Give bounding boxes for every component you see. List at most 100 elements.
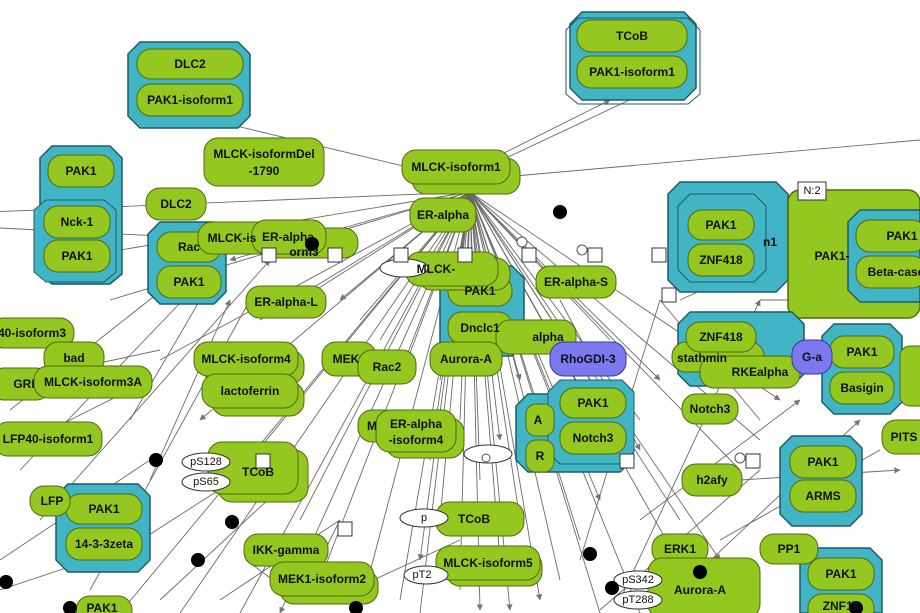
interaction-edge bbox=[129, 299, 201, 421]
label-dlc2-top: DLC2 bbox=[174, 57, 206, 71]
node-mlck3a[interactable] bbox=[33, 365, 153, 399]
label-mlck-is: MLCK-is bbox=[208, 231, 257, 245]
node-pp1[interactable] bbox=[759, 533, 819, 565]
label-dnclc1: Dnclc1 bbox=[460, 321, 500, 335]
complex-znf418-stathmin[interactable] bbox=[671, 311, 805, 389]
label-znf418-a: ZNF418 bbox=[699, 253, 743, 267]
node-rac2[interactable] bbox=[357, 349, 417, 385]
binding-dots bbox=[0, 205, 863, 613]
label-arms: ARMS bbox=[805, 489, 840, 503]
complex-tcob-pak1-top[interactable] bbox=[565, 11, 701, 105]
label-mlck4: MLCK-isoform4 bbox=[201, 352, 291, 366]
node-er-iso4[interactable] bbox=[375, 409, 457, 453]
label-beta-case: Beta-case bbox=[868, 265, 920, 279]
label-aurora-a-center: Aurora-A bbox=[440, 352, 492, 366]
label-pak1-a: PAK1 bbox=[65, 164, 96, 178]
label-pak1-e: PAK1 bbox=[577, 396, 608, 410]
process-nodes bbox=[255, 247, 761, 537]
label-ps128: pS128 bbox=[190, 456, 222, 468]
label-g-a: G-a bbox=[802, 350, 822, 364]
label-nck1: Nck-1 bbox=[61, 215, 94, 229]
node-mlck5[interactable] bbox=[435, 545, 541, 581]
complex-dlc2-pak1[interactable] bbox=[127, 41, 251, 129]
label-er-alpha-l: ER-alpha-L bbox=[254, 295, 317, 309]
label-zeta: 14-3-3zeta bbox=[75, 537, 133, 551]
label-notch3: Notch3 bbox=[573, 431, 614, 445]
label-bad: bad bbox=[63, 351, 84, 365]
label-h2afy: h2afy bbox=[696, 473, 728, 487]
label-stathmin: stathmin bbox=[677, 351, 727, 365]
node-notch3-right[interactable] bbox=[681, 393, 739, 425]
label-pits: PITS bbox=[891, 430, 918, 444]
label-pp1: PP1 bbox=[778, 542, 801, 556]
node-er-alpha-s[interactable] bbox=[535, 265, 617, 299]
label-er-alpha-s: ER-alpha-S bbox=[544, 275, 608, 289]
label-rkealpha: RKEalpha bbox=[732, 365, 789, 379]
label-ps342: pS342 bbox=[622, 574, 654, 586]
label-er-iso4-1: ER-alpha bbox=[390, 417, 442, 431]
complex-big-pak1[interactable] bbox=[787, 181, 920, 319]
complex-pak1-znf418-top[interactable] bbox=[667, 181, 789, 293]
complex-pak1-14-3-3zeta[interactable] bbox=[55, 483, 151, 573]
label-pak1-h: PAK1 bbox=[886, 229, 917, 243]
label-pak1-g: PAK1 bbox=[705, 218, 736, 232]
label-rac: Rac bbox=[178, 240, 200, 254]
label-n2: N:2 bbox=[803, 185, 820, 197]
node-mlck-isoformdel[interactable] bbox=[203, 137, 325, 187]
label-rac2: Rac2 bbox=[373, 360, 402, 374]
node-a-small[interactable] bbox=[525, 403, 555, 437]
label-er-iso4-2: -isoform4 bbox=[389, 433, 444, 447]
label-iso3: 40-isoform3 bbox=[0, 326, 66, 340]
node-lfp40[interactable] bbox=[0, 421, 103, 457]
oval-p bbox=[399, 508, 449, 528]
label-mlck-del-1: MLCK-isoformDel bbox=[213, 147, 314, 161]
label-m-small: M bbox=[367, 419, 377, 433]
label-mlck-del-2: -1790 bbox=[249, 164, 280, 178]
complex-pak1-arms[interactable] bbox=[779, 435, 863, 527]
interaction-edge bbox=[469, 191, 611, 341]
label-lfp40: LFP40-isoform1 bbox=[3, 432, 94, 446]
label-znf18: ZNF18 bbox=[823, 599, 860, 613]
node-g-a[interactable] bbox=[791, 339, 833, 375]
label-pt288: pT288 bbox=[622, 594, 653, 606]
label-er-alpha-top: ER-alpha bbox=[262, 230, 314, 244]
node-right-edge[interactable] bbox=[899, 345, 920, 407]
label-er-alpha-center: ER-alpha bbox=[417, 208, 469, 222]
node-er-alpha-l[interactable] bbox=[245, 285, 327, 319]
node-pits[interactable] bbox=[881, 419, 920, 455]
label-ps65: pS65 bbox=[193, 476, 219, 488]
node-rhogdi3[interactable] bbox=[549, 341, 627, 377]
node-aurora-a-center[interactable] bbox=[429, 341, 503, 377]
interaction-edge bbox=[469, 139, 920, 181]
label-pak1-iso-left: PAK1-isoform1 bbox=[147, 93, 233, 107]
label-mlck5: MLCK-isoform5 bbox=[443, 556, 533, 570]
label-pt2: pT2 bbox=[413, 569, 432, 581]
node-lfp-small[interactable] bbox=[29, 485, 71, 517]
label-pak1-b: PAK1 bbox=[61, 249, 92, 263]
complex-pak1-znf18[interactable] bbox=[799, 547, 883, 613]
complex-pak1-nck1[interactable] bbox=[33, 145, 123, 285]
label-mek: MEK bbox=[333, 352, 360, 366]
complex-pak1-basigin[interactable] bbox=[821, 323, 903, 415]
label-tcob-top: TCoB bbox=[616, 29, 648, 43]
oval-ps342 bbox=[613, 570, 663, 590]
label-form3: orm3 bbox=[289, 245, 319, 259]
label-n1: n1 bbox=[763, 235, 777, 249]
label-basigin: Basigin bbox=[840, 381, 883, 395]
node-r-small[interactable] bbox=[525, 439, 555, 473]
node-iso3[interactable] bbox=[0, 317, 75, 349]
node-er-alpha-center[interactable] bbox=[409, 197, 477, 233]
label-mek1: MEK1-isoform2 bbox=[278, 572, 366, 586]
node-mek1[interactable] bbox=[269, 561, 375, 597]
label-alpha-center: alpha bbox=[532, 330, 564, 344]
node-mlck-isoform1[interactable] bbox=[401, 149, 511, 185]
label-gri: GRI bbox=[13, 377, 34, 391]
interaction-edge bbox=[149, 299, 231, 481]
node-dlc2-mid[interactable] bbox=[145, 187, 207, 221]
label-tcob-low: TCoB bbox=[458, 512, 490, 526]
node-h2afy[interactable] bbox=[681, 463, 743, 497]
label-pak1-f: PAK1 bbox=[88, 502, 119, 516]
node-lactoferrin[interactable] bbox=[201, 373, 299, 409]
oval-pt288 bbox=[613, 590, 663, 610]
oval-ps128 bbox=[181, 452, 231, 472]
